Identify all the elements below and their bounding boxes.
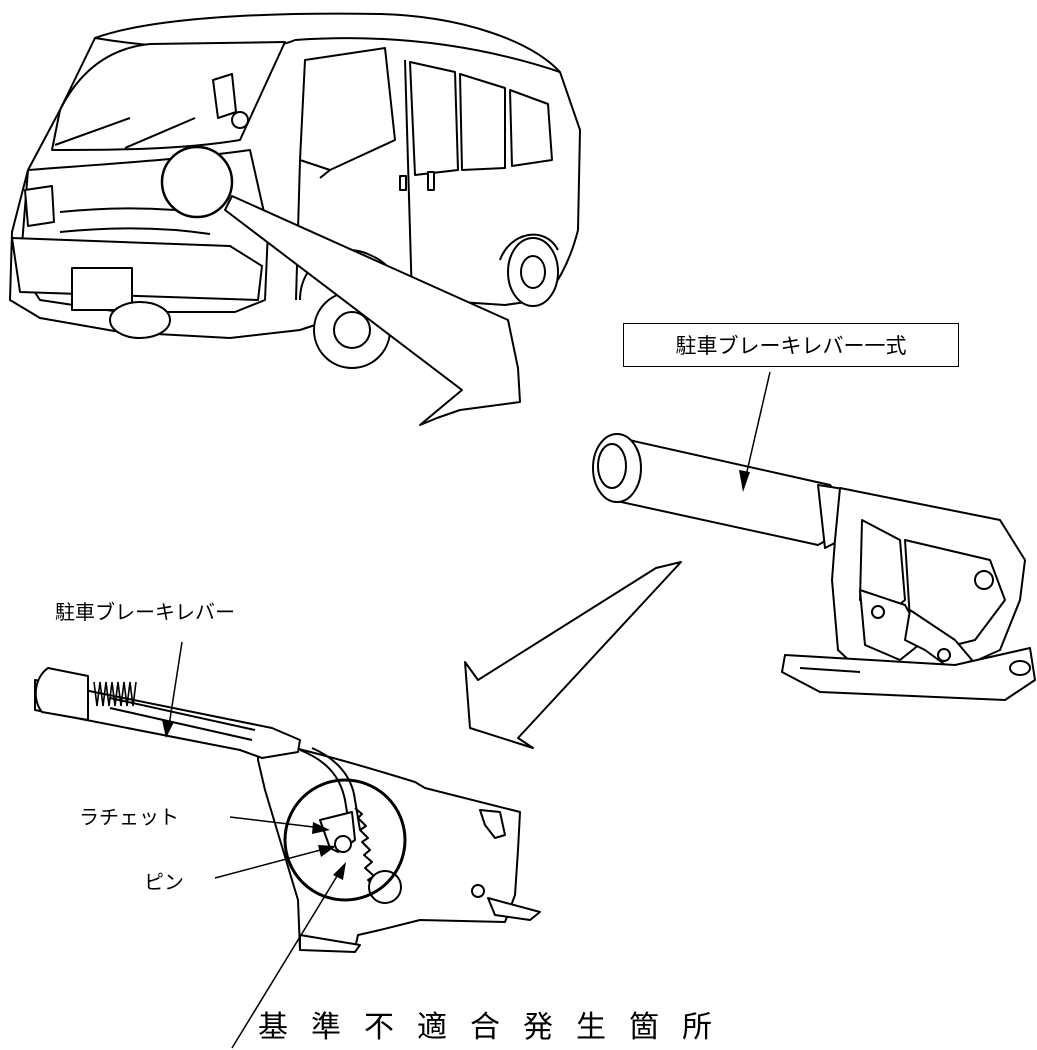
pin-label: ピン	[144, 870, 184, 894]
spring-icon	[93, 681, 137, 707]
defect-pointer-arrowhead	[333, 862, 346, 880]
lever-pointer-arrowhead	[162, 720, 174, 738]
assembly-pointer-arrowhead	[739, 470, 750, 492]
pin-leader-line	[214, 847, 329, 879]
ratchet-pointer-arrowhead	[312, 822, 330, 834]
lever-label: 駐車ブレーキレバー	[55, 600, 235, 624]
pin-pointer-arrowhead	[318, 845, 336, 857]
assembly-leader-line	[744, 371, 771, 481]
van-focus-circle	[160, 145, 234, 219]
van-illustration	[9, 12, 581, 369]
zoom-arrow-icon	[224, 195, 521, 426]
defect-location-title: 基準不適合発生箇所	[258, 1010, 735, 1045]
assembly-label-box: 駐車ブレーキレバー一式	[623, 323, 959, 367]
parking-brake-assembly-illustration	[592, 433, 1036, 701]
ratchet-leader-line	[229, 816, 323, 829]
lever-leader-line	[167, 641, 183, 733]
defect-focus-circle	[283, 778, 407, 902]
defect-leader-line	[231, 867, 343, 1049]
assembly-label: 駐車ブレーキレバー一式	[675, 334, 907, 358]
zoom-arrow-icon	[464, 561, 682, 749]
ratchet-label: ラチェット	[79, 805, 179, 829]
